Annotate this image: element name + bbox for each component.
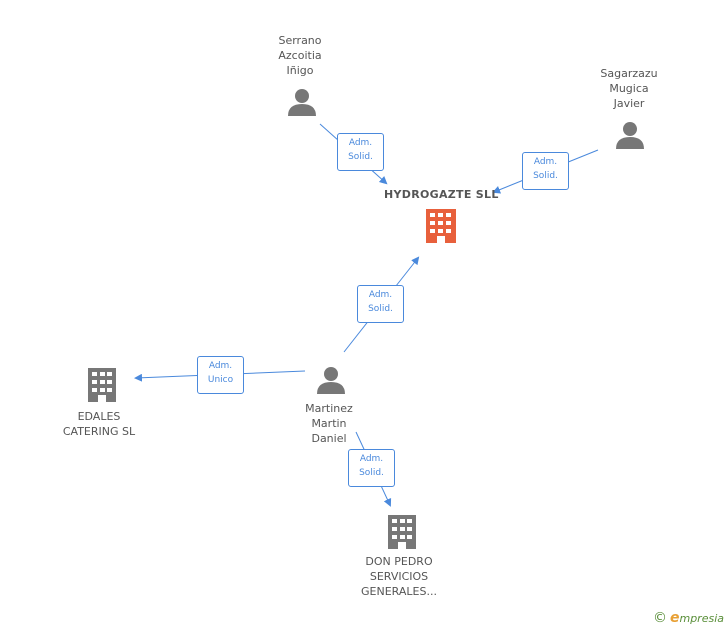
role-line: Adm. xyxy=(348,138,373,148)
person-icon[interactable] xyxy=(288,89,316,116)
person-label-serrano[interactable]: Serrano Azcoitia Iñigo xyxy=(240,33,360,78)
name-line: EDALES xyxy=(77,410,121,423)
person-icon[interactable] xyxy=(616,122,644,149)
person-icon[interactable] xyxy=(317,367,345,394)
brand-name: mpresia xyxy=(679,612,724,625)
person-label-sagarzazu[interactable]: Sagarzazu Mugica Javier xyxy=(569,66,689,111)
role-line: Unico xyxy=(207,375,234,385)
name-line: CATERING SL xyxy=(62,425,136,438)
role-badge-martinez-edales: Adm. Unico xyxy=(197,356,244,394)
role-line: Solid. xyxy=(348,152,373,162)
building-icon[interactable] xyxy=(388,515,416,549)
name-line: DON PEDRO xyxy=(365,555,433,568)
name-line: Sagarzazu xyxy=(600,67,658,80)
role-line: Adm. xyxy=(368,290,393,300)
role-badge-sagarzazu: Adm. Solid. xyxy=(522,152,569,190)
role-badge-martinez-hydrogazte: Adm. Solid. xyxy=(357,285,404,323)
role-badge-martinez-donpedro: Adm. Solid. xyxy=(348,449,395,487)
name-line: Serrano xyxy=(278,34,322,47)
company-label-edales[interactable]: EDALES CATERING SL xyxy=(39,409,159,439)
name-line: Azcoitia xyxy=(278,49,322,62)
role-line: Adm. xyxy=(208,361,233,371)
building-icon-focus[interactable] xyxy=(426,209,456,243)
role-line: Adm. xyxy=(533,157,558,167)
name-line: Martin xyxy=(311,417,347,430)
brand-initial: e xyxy=(669,610,680,626)
company-title-hydrogazte[interactable]: HYDROGAZTE SLL xyxy=(384,188,499,201)
name-line: Javier xyxy=(613,97,645,110)
role-line: Solid. xyxy=(368,304,393,314)
role-line: Solid. xyxy=(533,171,558,181)
person-label-martinez[interactable]: Martinez Martin Daniel xyxy=(269,401,389,446)
role-badge-serrano: Adm. Solid. xyxy=(337,133,384,171)
role-line: Adm. xyxy=(359,454,384,464)
company-label-donpedro[interactable]: DON PEDRO SERVICIOS GENERALES... xyxy=(339,554,459,599)
name-line: SERVICIOS xyxy=(369,570,429,583)
building-icon[interactable] xyxy=(88,368,116,402)
role-line: Solid. xyxy=(359,468,384,478)
copyright-icon: © xyxy=(652,610,667,626)
watermark: ©empresia xyxy=(653,610,724,626)
name-line: GENERALES... xyxy=(361,585,437,598)
name-line: Martinez xyxy=(305,402,353,415)
name-line: Iñigo xyxy=(286,64,314,77)
name-line: Daniel xyxy=(311,432,347,445)
name-line: Mugica xyxy=(609,82,649,95)
